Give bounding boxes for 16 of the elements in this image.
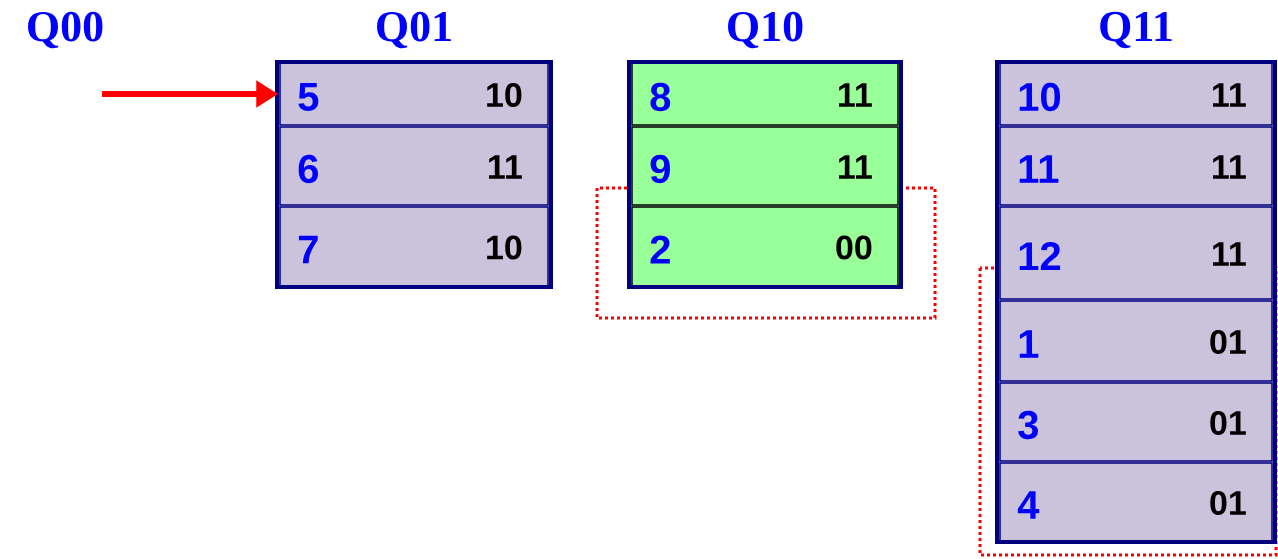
- queue-heading: Q00: [28, 11, 103, 49]
- queue-row: 9 11: [631, 126, 899, 206]
- queue-row: 8 11: [631, 62, 899, 126]
- queue-row: 11 11: [999, 126, 1273, 206]
- queue-heading: Q01: [377, 11, 451, 49]
- queue-row: 12 11: [999, 206, 1273, 300]
- queue-row: 6 11: [279, 126, 549, 206]
- queue-row: 1 01: [999, 300, 1273, 382]
- queue-row: 5 10: [279, 62, 549, 126]
- queue-row: 2 00: [631, 206, 899, 287]
- queue-row: 10 11: [999, 62, 1273, 126]
- queue-row: 7 10: [279, 206, 549, 287]
- queue-heading: Q11: [1100, 11, 1172, 49]
- queue-heading: Q10: [728, 11, 803, 49]
- queue-row: 4 01: [999, 462, 1273, 542]
- queue-row: 3 01: [999, 382, 1273, 462]
